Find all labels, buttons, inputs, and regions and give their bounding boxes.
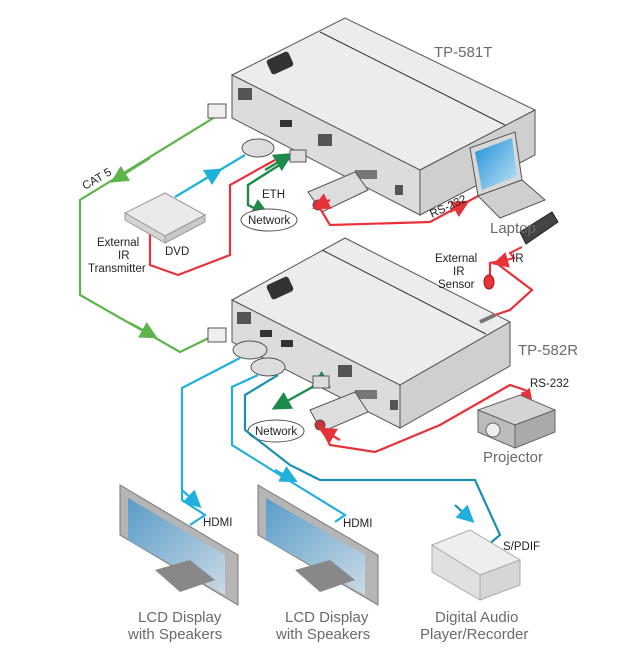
kramer-logo-icon (266, 276, 294, 300)
spdif-arrow-icon (454, 504, 475, 523)
transmitter-model-label: TP-581T (434, 44, 492, 61)
cat5-arrow-icon (110, 157, 151, 183)
ir-sensor-icon (483, 274, 495, 290)
lcd-display-1 (119, 484, 239, 606)
cat5-cable (78, 116, 216, 354)
hdmi-output-cable-2 (230, 374, 348, 523)
hdmi-port (281, 340, 293, 347)
rs232-bottom-label: RS-232 (530, 378, 569, 390)
display2-label-2: with Speakers (275, 626, 370, 643)
audio-jack-icon (479, 313, 496, 324)
laptop-icon (469, 131, 546, 219)
rj45-connector (207, 103, 227, 119)
network-cloud-top (240, 208, 298, 232)
rs232-port (355, 170, 377, 179)
ir-label: IR (512, 253, 524, 265)
display2-label-1: LCD Display (285, 609, 369, 626)
digital-audio-player-icon (430, 529, 522, 601)
rj45-port (237, 312, 251, 324)
hdmi-port (280, 120, 292, 127)
eth-cable (246, 153, 296, 217)
cat5-arrow-icon (129, 322, 158, 339)
dvd-player-icon (123, 192, 207, 244)
laptop-label: Laptop (490, 220, 536, 237)
rj45-port (238, 88, 252, 100)
rs232-arrow-icon (449, 200, 470, 218)
audio-label-2: Player/Recorder (420, 626, 528, 643)
hdmi-output-cable-1 (180, 357, 241, 526)
dvd-label: DVD (165, 246, 189, 258)
display1-label-1: LCD Display (138, 609, 222, 626)
hdmi-arrow-icon (274, 466, 298, 483)
eth-bottom-cable (271, 370, 332, 410)
ir-transmitter-label-3: Transmitter (88, 263, 146, 275)
receiver-model-label: TP-582R (518, 342, 578, 359)
audio-label-1: Digital Audio (435, 609, 518, 626)
hdmi-port (260, 330, 272, 337)
network-bottom-label: Network (255, 426, 297, 438)
eth-connector (312, 375, 330, 389)
rj45-connector (207, 327, 227, 343)
projector-icon (476, 394, 557, 449)
spdif-cable (243, 374, 502, 546)
display1-label-2: with Speakers (127, 626, 222, 643)
rs232-arrow-icon (318, 427, 341, 445)
projector-label: Projector (483, 449, 543, 466)
db9-connector (307, 171, 369, 213)
hdmi-connector (241, 138, 275, 158)
spdif-label: S/PDIF (503, 541, 540, 553)
ir-sensor-label-3: Sensor (438, 279, 475, 291)
hdmi-connector (250, 357, 286, 377)
lcd-display-2 (257, 484, 379, 606)
ir-transmitter-cable (148, 159, 276, 277)
receiver-device (230, 237, 512, 429)
ethernet-port (338, 365, 352, 377)
eth-connector (289, 149, 307, 163)
eth-label: ETH (262, 189, 285, 201)
ir-signal-icon (492, 246, 523, 268)
ir-transmitter-label-1: External (97, 237, 139, 249)
hdmi-connector (232, 340, 268, 360)
ir-sensor-cable (488, 260, 534, 317)
ir-transmitter-label-2: IR (118, 250, 130, 262)
hdmi-arrow-icon (199, 168, 223, 186)
eth-arrow-icon (264, 153, 294, 172)
remote-control-icon (519, 211, 559, 245)
power-port (395, 185, 403, 195)
kramer-logo-icon (266, 51, 294, 75)
db9-connector (309, 391, 369, 433)
power-port (390, 400, 398, 410)
hdmi-arrow-icon (181, 489, 202, 508)
ir-sensor-label-2: IR (453, 266, 465, 278)
hdmi2-label: HDMI (343, 518, 372, 530)
rs232-port (355, 390, 377, 399)
network-top-label: Network (248, 215, 290, 227)
hdmi1-label: HDMI (203, 517, 232, 529)
ethernet-port (318, 134, 332, 146)
ir-sensor-label-1: External (435, 253, 477, 265)
rs232-arrow-icon (312, 193, 332, 209)
